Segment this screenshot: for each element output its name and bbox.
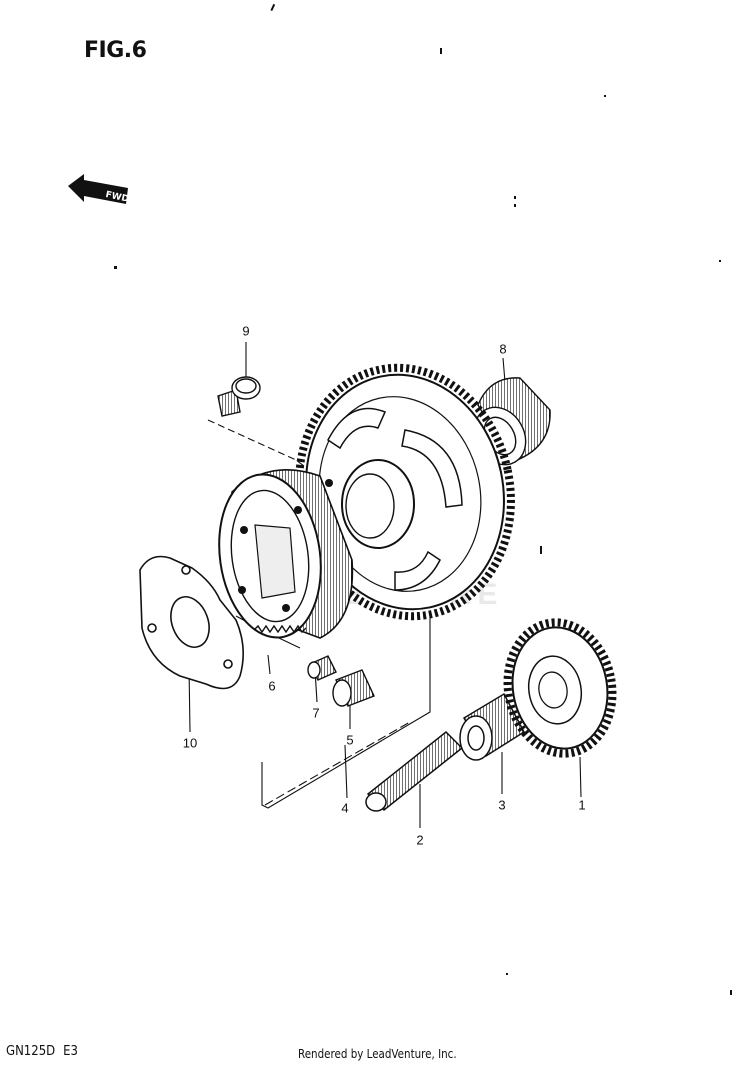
callout-8: 8	[499, 341, 507, 357]
fwd-label: FWD	[105, 190, 130, 205]
figure-title: FIG.6	[84, 38, 147, 63]
callout-1: 1	[578, 797, 586, 813]
idle-gear-1	[503, 618, 617, 758]
bolt-9	[217, 376, 261, 417]
callout-3: 3	[498, 797, 506, 813]
region-code: E3	[63, 1044, 78, 1059]
callout-6: 6	[268, 678, 276, 694]
callout-9: 9	[242, 323, 250, 339]
spacer-3	[459, 692, 525, 761]
callout-10: 10	[182, 735, 198, 751]
callout-2: 2	[416, 832, 424, 848]
spring-6	[253, 624, 307, 634]
fwd-arrow-icon: FWD	[68, 174, 130, 205]
callout-4: 4	[341, 800, 349, 816]
footer-model: GN125D E3	[6, 1044, 86, 1059]
starter-driven-gear	[295, 363, 515, 621]
callout-5: 5	[346, 732, 354, 748]
clutch-plate-10	[139, 555, 244, 690]
plunger-7	[307, 655, 337, 681]
footer-credit: Rendered by LeadVenture, Inc.	[298, 1047, 457, 1061]
model-code: GN125D	[6, 1044, 56, 1059]
scan-specks	[114, 3, 732, 995]
shaft-2	[365, 730, 464, 812]
starter-clutch-housing	[218, 469, 354, 639]
roller-5	[332, 669, 375, 707]
callout-7: 7	[312, 705, 320, 721]
